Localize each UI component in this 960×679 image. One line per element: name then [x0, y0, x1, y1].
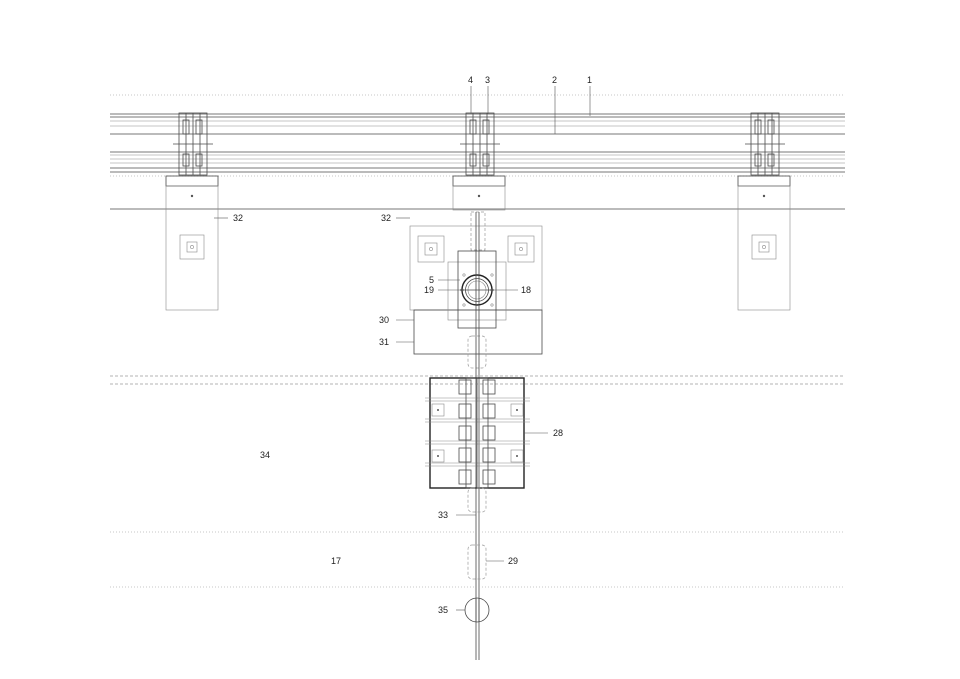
- plate-center: [452, 185, 506, 211]
- label-2: 2: [552, 75, 557, 85]
- label-18: 18: [521, 285, 531, 295]
- rail-connector-left: [165, 112, 219, 187]
- label-17: 17: [331, 556, 341, 566]
- vertical-rod: [475, 212, 480, 660]
- callout-labels: 4 3 2 1 32 32 5 19 18 30 31 28 34 33 17 …: [233, 75, 592, 615]
- plate-right: [737, 185, 791, 311]
- rail-connector-right: [737, 112, 791, 187]
- label-3: 3: [485, 75, 490, 85]
- label-30: 30: [379, 315, 389, 325]
- label-31: 31: [379, 337, 389, 347]
- rail-connector-center: [452, 112, 506, 187]
- label-4: 4: [468, 75, 473, 85]
- plate-left: [165, 185, 219, 311]
- level-lines: [110, 375, 845, 588]
- sleeve: [467, 544, 487, 580]
- label-34: 34: [260, 450, 270, 460]
- top-rail: [110, 94, 845, 210]
- label-35: 35: [438, 605, 448, 615]
- end-ball: [464, 597, 490, 623]
- leader-lines: [214, 86, 591, 611]
- label-19: 19: [424, 285, 434, 295]
- label-1: 1: [587, 75, 592, 85]
- label-32-left: 32: [233, 213, 243, 223]
- label-33: 33: [438, 510, 448, 520]
- label-5: 5: [429, 275, 434, 285]
- label-29: 29: [508, 556, 518, 566]
- label-32-center: 32: [381, 213, 391, 223]
- clamp-plate: [425, 377, 530, 513]
- label-28: 28: [553, 428, 563, 438]
